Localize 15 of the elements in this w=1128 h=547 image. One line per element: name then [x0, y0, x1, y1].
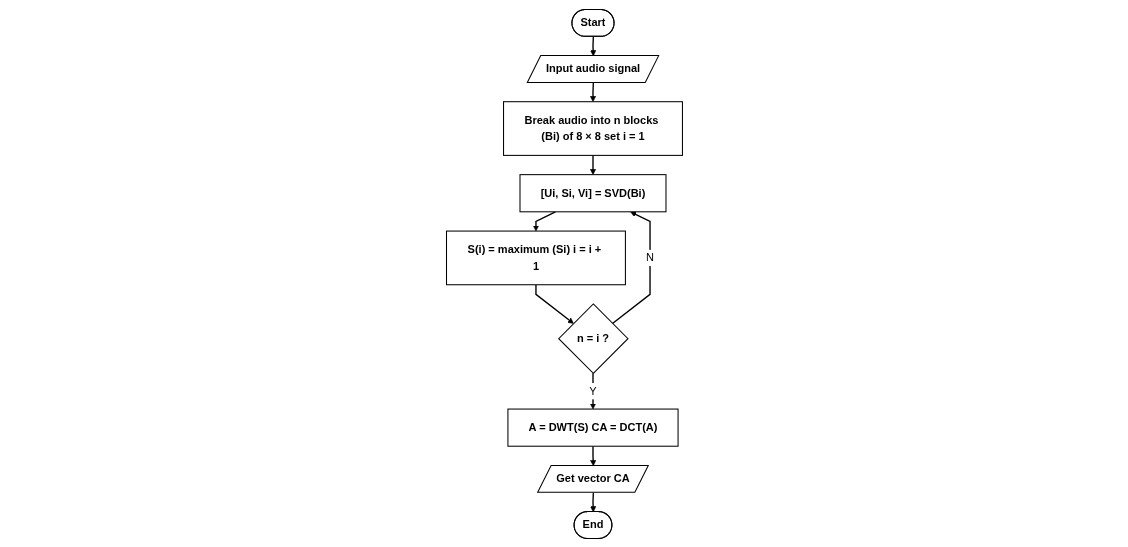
- arrow: [589, 81, 596, 102]
- node-box: Break audio into n blocks (Bi) of 8 × 8 set i = 1: [502, 100, 683, 156]
- edge-label: N: [645, 251, 654, 263]
- node-box: S(i) = maximum (Si) i = i + 1: [445, 230, 626, 285]
- node-diamond: n = i ?: [557, 302, 629, 374]
- arrow: [589, 35, 596, 56]
- edge-label: Y: [588, 384, 597, 397]
- arrow: [589, 491, 596, 512]
- arrow: [534, 283, 574, 324]
- node-box: A = DWT(S) CA = DCT(A): [506, 408, 679, 447]
- arrow: [611, 211, 651, 324]
- arrow: [589, 154, 596, 175]
- arrow: [532, 210, 556, 231]
- node-box: [Ui, Si, Vi] = SVD(Bi): [519, 173, 667, 212]
- arrow: [589, 445, 596, 466]
